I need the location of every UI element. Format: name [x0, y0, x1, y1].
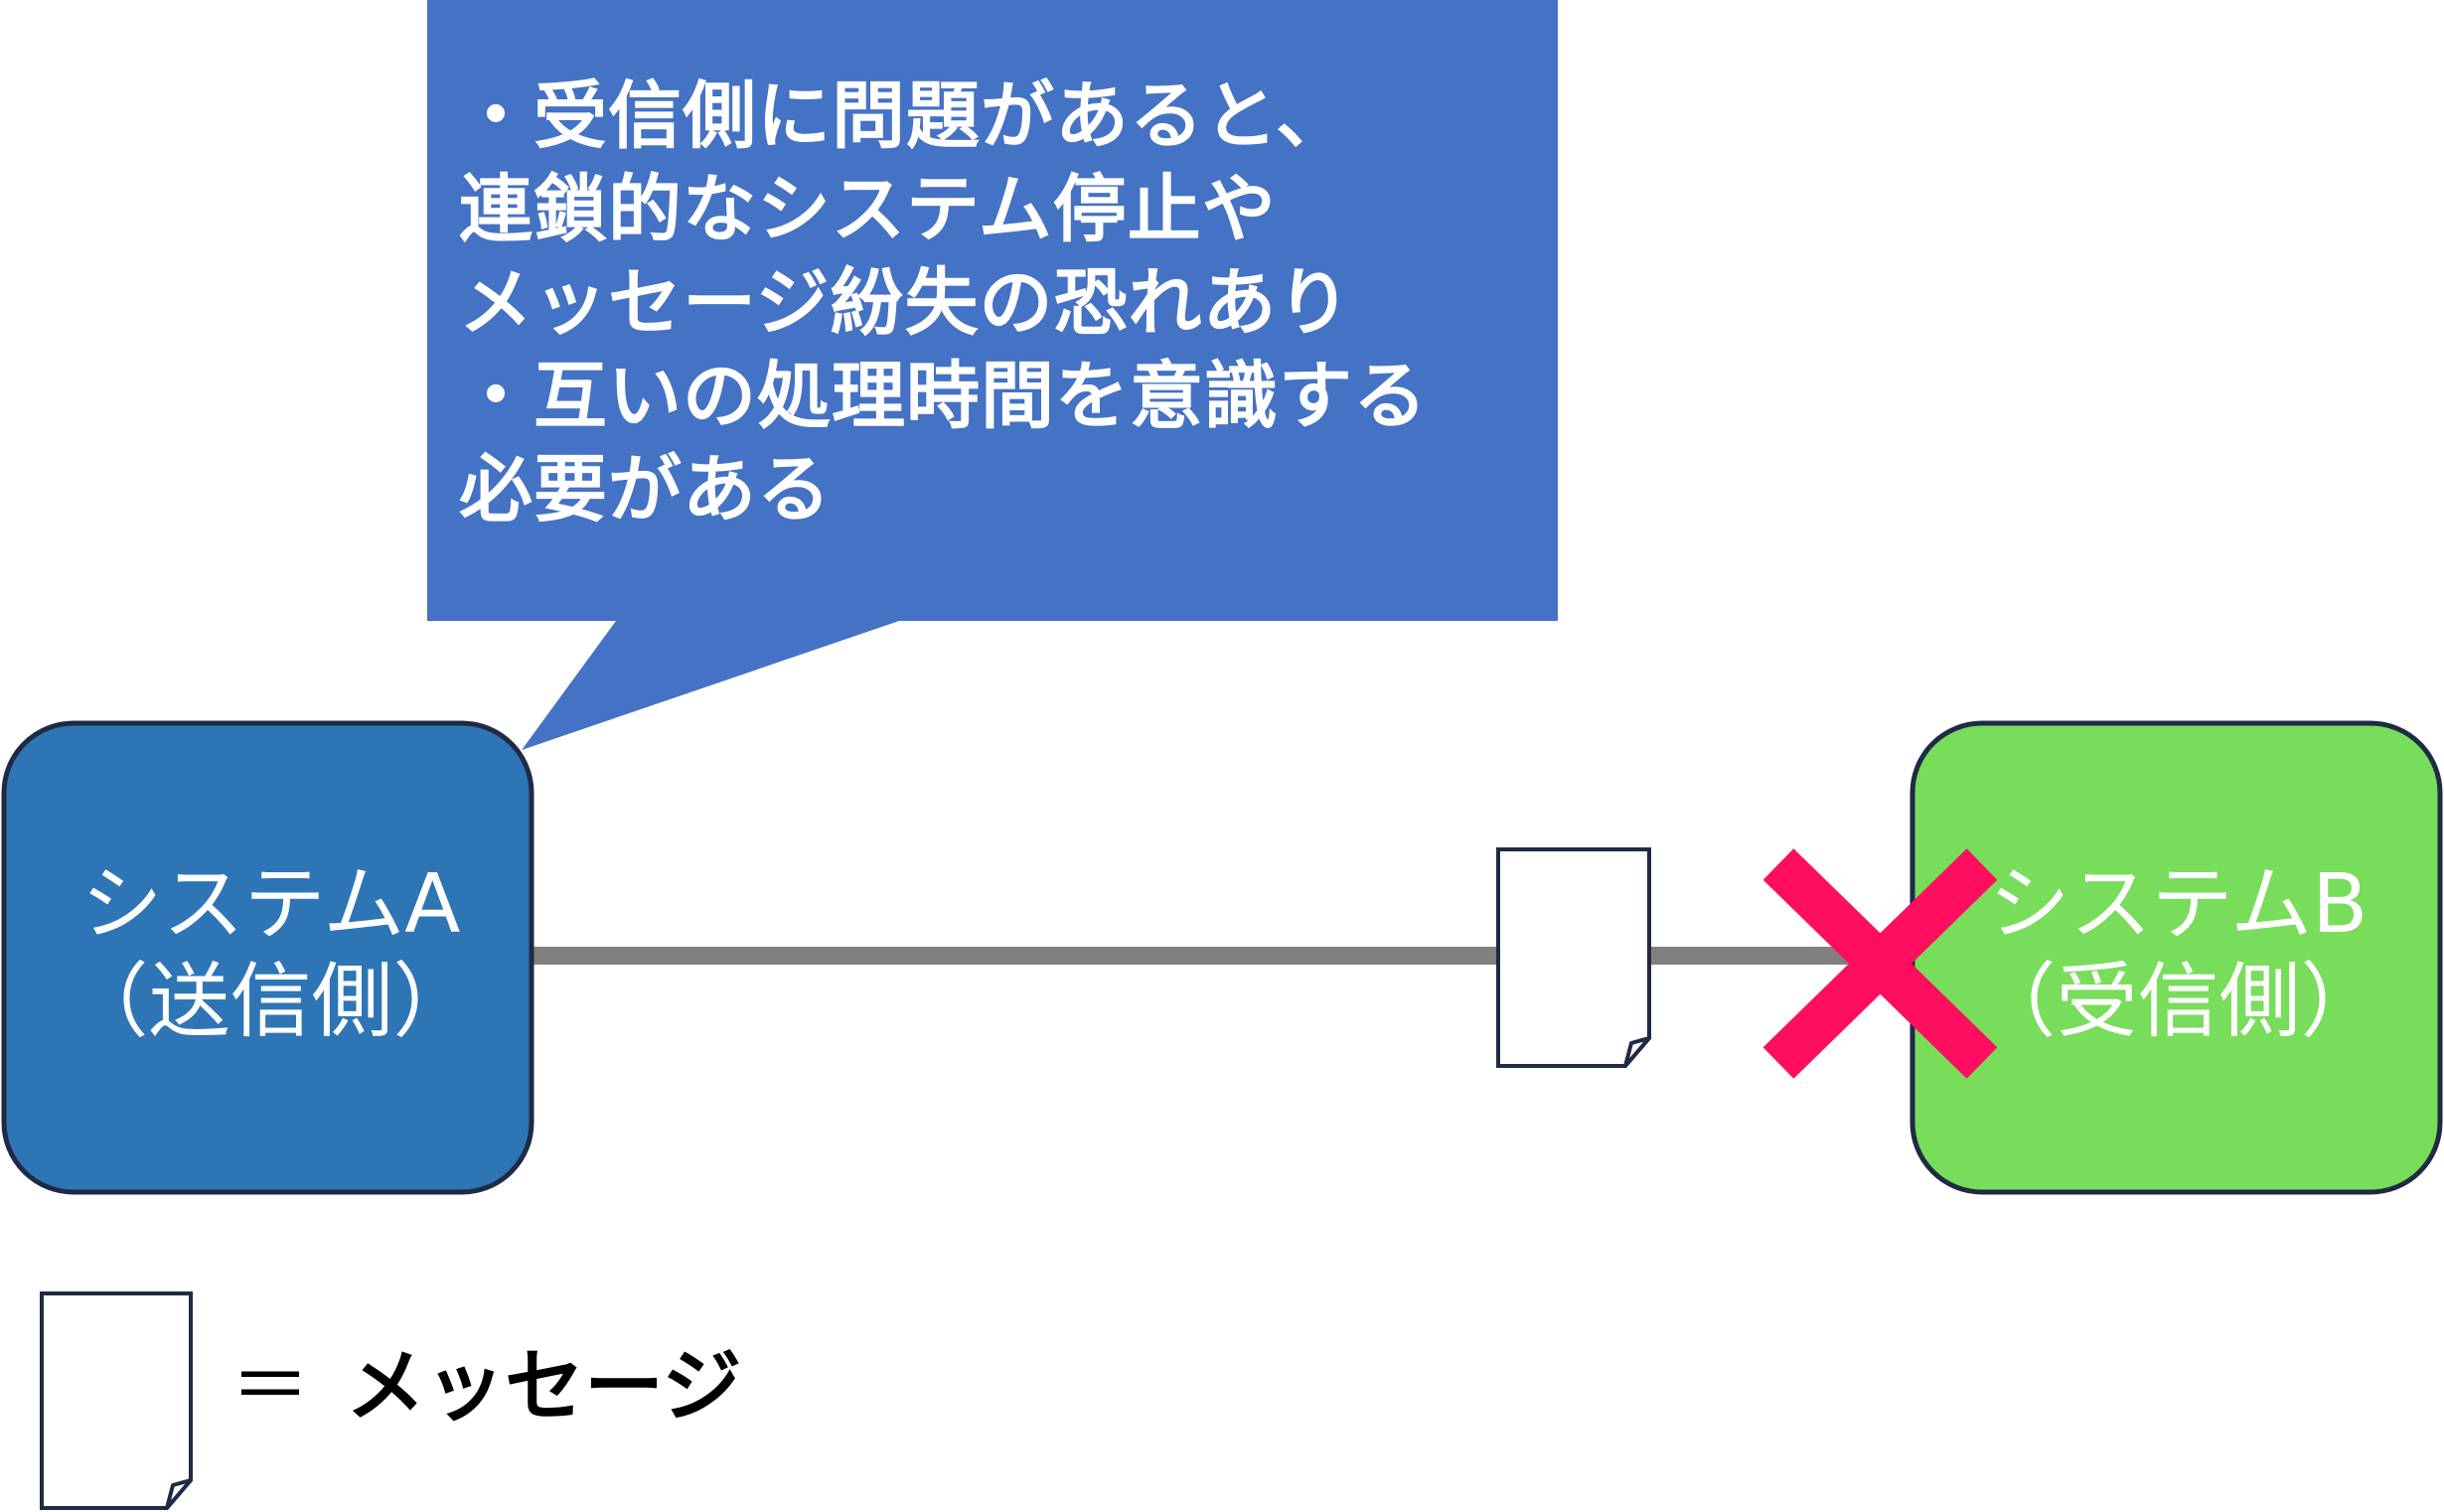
- system-b-name: システムB: [1988, 857, 2368, 952]
- callout-text: ・受信側に問題があると、 連鎖的なシステム停止や メッセージ紛失の恐れあり ・互…: [459, 70, 1552, 536]
- system-b-label: システムB （受信側）: [1917, 856, 2439, 1051]
- system-a-name: システムA: [80, 857, 461, 952]
- legend-message-icon: [40, 1291, 193, 1510]
- x-mark-icon: [1762, 848, 1998, 1079]
- callout-line: ・互いの処理時間を意識する: [459, 354, 1428, 439]
- system-a-label: システムA （送信側）: [10, 856, 532, 1051]
- legend: ＝ メッセージ: [230, 1339, 741, 1435]
- callout-line: メッセージ紛失の恐れあり: [459, 260, 1352, 346]
- system-b-role: （受信側）: [1974, 955, 2382, 1049]
- system-a-role: （送信側）: [67, 955, 475, 1049]
- callout-bubble: [427, 0, 1558, 750]
- system-a-box: [1, 720, 535, 1195]
- legend-label: メッセージ: [346, 1340, 742, 1433]
- message-document-icon: [1496, 847, 1651, 1068]
- callout-line: ・受信側に問題があると、: [459, 74, 1351, 159]
- callout-line: 必要がある: [459, 447, 832, 532]
- legend-equals: ＝: [230, 1340, 310, 1433]
- callout-line: 連鎖的なシステム停止や: [459, 167, 1277, 252]
